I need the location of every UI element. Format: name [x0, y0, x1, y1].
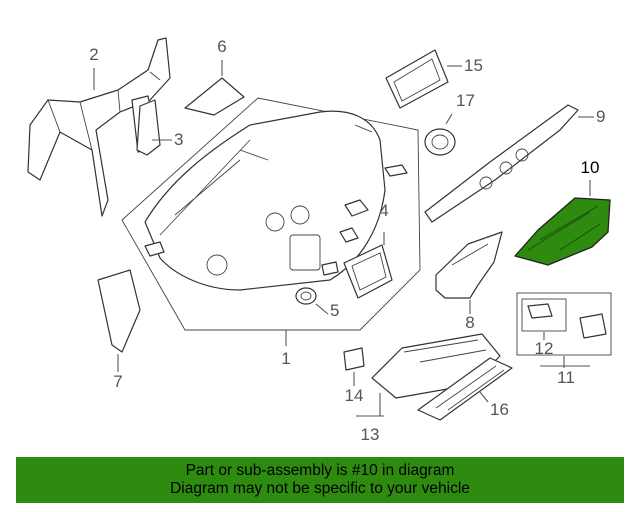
- callout-6: 6: [217, 37, 226, 56]
- callout-11: 11: [557, 368, 575, 387]
- leader-lines: [93, 60, 594, 417]
- part-6-corner-trim[interactable]: [184, 77, 245, 116]
- callout-10-highlighted: 10: [581, 158, 600, 177]
- part-1-dashboard-panel[interactable]: [121, 97, 421, 331]
- callout-3: 3: [174, 130, 183, 149]
- callout-9: 9: [596, 107, 605, 126]
- part-4-bezel[interactable]: [343, 244, 393, 299]
- callout-7: 7: [113, 372, 122, 391]
- part-12-switch[interactable]: [521, 298, 567, 332]
- callout-8: 8: [465, 313, 474, 332]
- part-11-kit[interactable]: [516, 292, 612, 356]
- callout-15: 15: [464, 56, 483, 75]
- banner-line-2: Diagram may not be specific to your vehi…: [170, 480, 470, 497]
- callout-labels: 1 2 3 4 5 6 7 8 9 10 11 12 13 14 15 16 1…: [89, 37, 605, 444]
- part-9-trim-strip[interactable]: [424, 104, 579, 223]
- callout-14: 14: [345, 386, 364, 405]
- banner-line-1: Part or sub-assembly is #10 in diagram: [185, 462, 455, 479]
- part-16-grille[interactable]: [417, 357, 513, 421]
- part-10-highlighted-module[interactable]: [514, 197, 611, 266]
- callout-17: 17: [456, 91, 475, 110]
- callout-13: 13: [361, 425, 380, 444]
- callout-16: 16: [490, 400, 509, 419]
- callout-2: 2: [89, 45, 98, 64]
- callout-12: 12: [535, 339, 554, 358]
- part-3-bracket[interactable]: [136, 99, 161, 156]
- part-5-knob[interactable]: [295, 287, 317, 305]
- part-15-display[interactable]: [385, 49, 449, 109]
- part-17-round-vent[interactable]: [424, 128, 456, 156]
- part-8-column-cover[interactable]: [435, 231, 503, 299]
- info-banner: Part or sub-assembly is #10 in diagram D…: [16, 457, 624, 503]
- exploded-parts-diagram: 1 2 3 4 5 6 7 8 9 10 11 12 13 14 15 16 1…: [27, 37, 612, 444]
- callout-4: 4: [379, 201, 388, 220]
- callout-5: 5: [330, 301, 339, 320]
- part-14-latch[interactable]: [343, 347, 365, 371]
- part-7-end-cap[interactable]: [97, 269, 141, 353]
- callout-1: 1: [281, 349, 290, 368]
